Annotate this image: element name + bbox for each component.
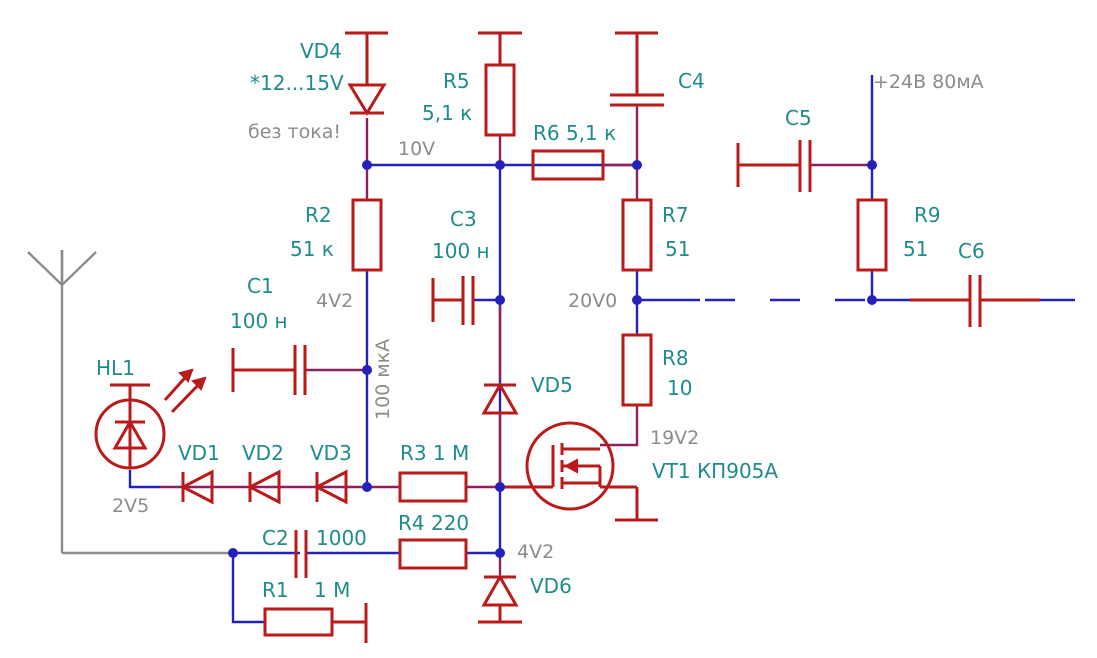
- labels: VD4 *12...15V без тока! R5 5,1 к C4 +24В…: [96, 39, 985, 602]
- label-hl1: HL1: [96, 356, 135, 380]
- diode-vd6: [478, 573, 522, 624]
- label-2v5: 2V5: [112, 495, 149, 517]
- resistor-r1: [263, 603, 368, 643]
- label-supply: +24В 80мА: [873, 71, 984, 93]
- junction-dot: [867, 160, 877, 170]
- label-no-current: без тока!: [248, 121, 341, 143]
- label-c4: C4: [678, 69, 705, 93]
- label-c3: C3: [450, 207, 477, 231]
- label-100ua: 100 мкА: [372, 339, 394, 420]
- resistor-r4: [398, 538, 468, 570]
- label-r5: R5: [443, 69, 470, 93]
- resistor-r6: [531, 149, 605, 181]
- label-c1-value: 100 н: [230, 309, 288, 333]
- label-vd4: VD4: [300, 39, 342, 63]
- wires: [128, 75, 1075, 624]
- label-r6: R6 5,1 к: [533, 121, 616, 145]
- label-r7: R7: [662, 203, 689, 227]
- junction-dot: [362, 160, 372, 170]
- diode-vd1: [179, 469, 214, 505]
- label-vd2: VD2: [242, 441, 284, 465]
- junction-dot: [495, 160, 505, 170]
- led-hl1: [94, 368, 207, 470]
- label-c2-value: 1000: [316, 526, 367, 550]
- wire-hl1-vd1: [128, 470, 160, 489]
- junction-dot: [495, 482, 505, 492]
- transistor-vt1: [500, 421, 658, 522]
- label-c1: C1: [247, 274, 274, 298]
- lead-r8-drain: [600, 405, 639, 447]
- label-vd6: VD6: [530, 574, 572, 598]
- label-r7-value: 51: [665, 237, 690, 261]
- junction-dot: [495, 295, 505, 305]
- label-c5: C5: [785, 106, 812, 130]
- capacitor-c5: [736, 140, 812, 192]
- diode-vd5: [481, 381, 519, 415]
- label-4v2-bottom: 4V2: [517, 541, 554, 563]
- label-4v2-top: 4V2: [316, 290, 353, 312]
- label-r3: R3 1 М: [400, 441, 469, 465]
- label-19v2: 19V2: [650, 427, 699, 449]
- junction-dot: [362, 365, 372, 375]
- diode-vd3: [313, 469, 348, 505]
- label-r5-value: 5,1 к: [422, 101, 472, 125]
- label-r1-value: 1 М: [314, 578, 350, 602]
- wire-r1-left: [231, 553, 265, 624]
- diode-vd4: [347, 83, 387, 116]
- resistor-r5: [484, 63, 516, 137]
- label-r9: R9: [914, 203, 941, 227]
- antenna-icon: [27, 250, 97, 287]
- capacitor-c2: [294, 530, 308, 578]
- label-r9-value: 51: [903, 237, 928, 261]
- junctions: [228, 160, 877, 558]
- label-vt1: VT1 КП905А: [652, 459, 778, 483]
- label-10v: 10V: [398, 138, 435, 160]
- label-c3-value: 100 н: [432, 239, 490, 263]
- junction-dot: [228, 548, 238, 558]
- resistor-r2: [351, 198, 383, 272]
- label-c6: C6: [958, 239, 985, 263]
- label-vd5: VD5: [531, 373, 573, 397]
- label-20v0: 20V0: [568, 290, 617, 312]
- resistor-r7: [621, 198, 653, 272]
- junction-dot: [362, 482, 372, 492]
- capacitor-c3: [431, 276, 475, 325]
- label-r4: R4 220: [398, 511, 469, 535]
- label-vd1: VD1: [178, 441, 220, 465]
- diode-vd2: [246, 469, 281, 505]
- label-vd4-note: *12...15V: [250, 71, 344, 95]
- resistor-r9: [856, 198, 888, 272]
- resistor-r3: [398, 471, 468, 503]
- capacitor-c4: [610, 93, 664, 107]
- components: [94, 31, 1040, 643]
- label-r8-value: 10: [667, 376, 692, 400]
- capacitor-c1: [231, 345, 307, 395]
- resistor-r8: [621, 333, 653, 407]
- junction-dot: [632, 295, 642, 305]
- junction-dot: [867, 295, 877, 305]
- label-c2: C2: [262, 526, 289, 550]
- label-r1: R1: [262, 578, 289, 602]
- label-r8: R8: [662, 346, 689, 370]
- wire-r9-bottom: [870, 270, 910, 302]
- capacitor-c6: [910, 275, 1040, 327]
- label-vd3: VD3: [310, 441, 352, 465]
- junction-dot: [495, 548, 505, 558]
- junction-dot: [632, 160, 642, 170]
- label-r2-value: 51 к: [290, 237, 334, 261]
- label-r2: R2: [305, 203, 332, 227]
- antenna: [27, 250, 233, 555]
